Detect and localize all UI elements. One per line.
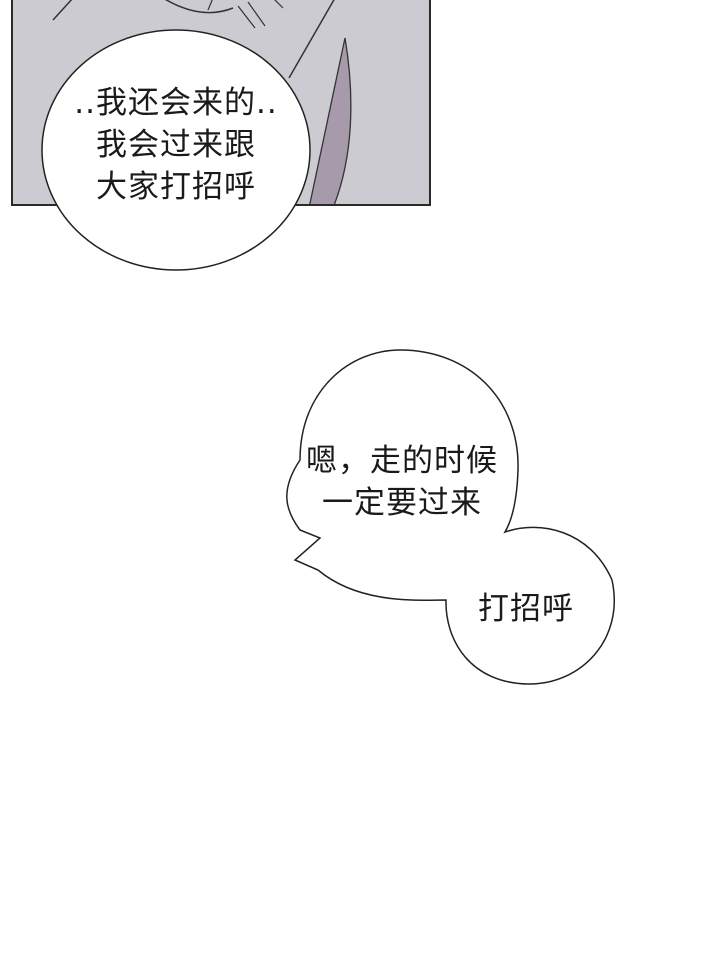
character-line-art bbox=[52, 0, 352, 204]
bubble-line: 我会过来跟 bbox=[96, 127, 256, 163]
speech-bubble-1 bbox=[41, 29, 311, 271]
bubble-line: 一定要过来 bbox=[322, 485, 482, 521]
bubble-line: ..我还会来的.. bbox=[74, 85, 278, 121]
bubble-line: 打招呼 bbox=[478, 591, 574, 627]
bubble-2-text: 嗯，走的时候 一定要过来 bbox=[282, 440, 522, 524]
bubble-line: 嗯，走的时候 bbox=[306, 443, 498, 479]
bubble-1-text: ..我还会来的.. 我会过来跟 大家打招呼 bbox=[56, 82, 296, 208]
bubble-3-text: 打招呼 bbox=[456, 588, 596, 630]
bubble-line: 大家打招呼 bbox=[96, 169, 256, 205]
speech-bubble-2-and-3 bbox=[286, 349, 615, 685]
